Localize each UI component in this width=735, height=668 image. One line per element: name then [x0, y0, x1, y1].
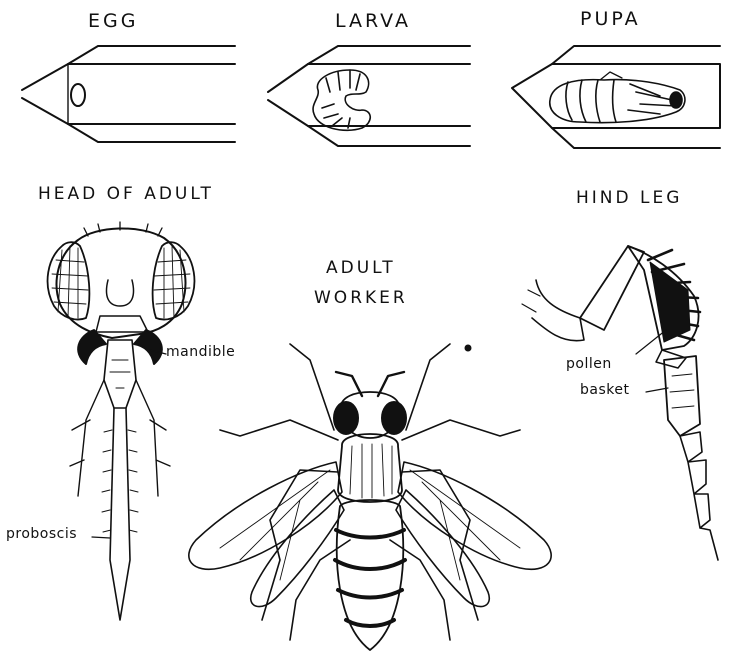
- pollen-basket: [628, 246, 700, 350]
- label-adult: ADULT: [326, 258, 396, 278]
- pupa: [550, 72, 685, 123]
- label-head-of-adult: HEAD OF ADULT: [38, 184, 214, 204]
- basitarsus: [664, 356, 700, 436]
- compound-eye-right: [153, 242, 195, 319]
- label-hind-leg: HIND LEG: [576, 188, 682, 208]
- bee-head: [334, 372, 406, 438]
- wing-left: [189, 462, 344, 607]
- label-larva: LARVA: [335, 10, 411, 32]
- bee-abdomen: [335, 500, 405, 650]
- proboscis: [70, 340, 170, 620]
- larva-cell: [268, 46, 470, 146]
- label-egg: EGG: [88, 10, 138, 32]
- basket-pointer: [646, 388, 668, 392]
- label-worker: WORKER: [314, 288, 408, 308]
- speck: [466, 346, 471, 351]
- adult-worker: [189, 344, 551, 650]
- tarsal-segments: [680, 432, 718, 560]
- mandible: [78, 330, 162, 364]
- larva: [313, 70, 370, 130]
- label-pupa: PUPA: [580, 8, 641, 30]
- wing-right: [396, 462, 551, 607]
- pupa-cell: [512, 46, 720, 148]
- femur: [580, 246, 644, 330]
- egg: [71, 84, 85, 106]
- label-proboscis: proboscis: [6, 526, 77, 542]
- compound-eye-left: [48, 242, 90, 319]
- label-basket: basket: [580, 382, 629, 398]
- adult-head: [48, 222, 195, 620]
- hind-leg: [522, 246, 718, 560]
- label-mandible: mandible: [166, 344, 235, 360]
- bee-thorax: [338, 434, 402, 502]
- label-pollen: pollen: [566, 356, 612, 372]
- proboscis-pointer: [92, 537, 110, 538]
- egg-cell: [22, 46, 235, 142]
